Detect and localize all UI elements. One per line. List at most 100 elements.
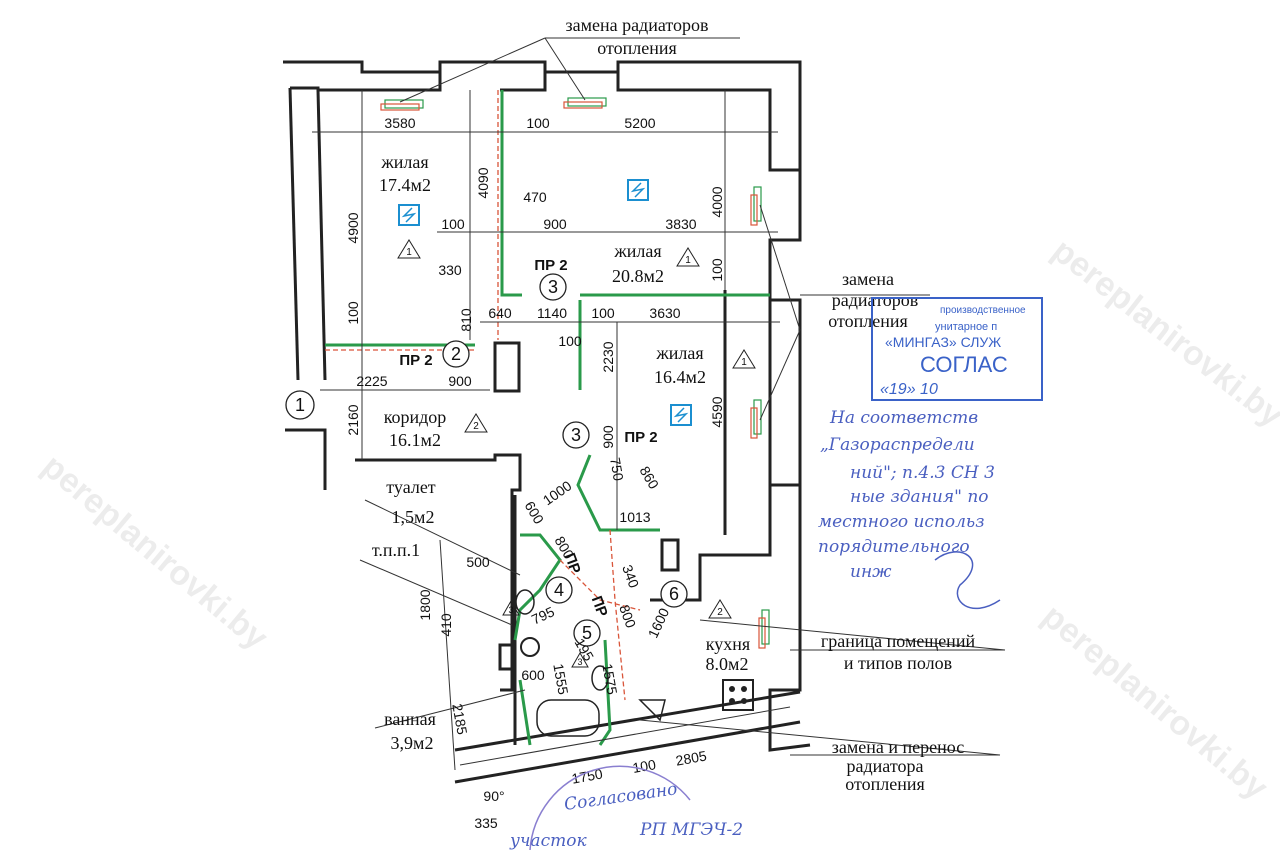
svg-text:3830: 3830 [665, 216, 696, 232]
panel-icons [398, 179, 692, 426]
change-marker: 3 [548, 277, 558, 297]
svg-text:2230: 2230 [600, 341, 616, 372]
svg-text:470: 470 [523, 189, 547, 205]
svg-text:1: 1 [741, 357, 747, 368]
svg-text:„Газораспредели: „Газораспредели [820, 435, 975, 455]
walls [283, 60, 811, 784]
svg-text:1575: 1575 [599, 662, 620, 696]
svg-text:750: 750 [607, 456, 627, 482]
svg-text:5200: 5200 [624, 115, 655, 131]
svg-text:1000: 1000 [540, 477, 575, 508]
chimney [660, 538, 680, 572]
note-radiator-replacement: замена радиаторов [565, 15, 708, 35]
change-marker: 6 [669, 584, 679, 604]
svg-text:ные здания" по: ные здания" по [850, 487, 989, 507]
svg-text:900: 900 [543, 216, 567, 232]
opening-label: ПР [588, 594, 611, 619]
room-name: ванная [384, 709, 436, 729]
bathtub [536, 699, 600, 737]
svg-text:100: 100 [526, 115, 550, 131]
svg-text:1555: 1555 [550, 662, 571, 696]
svg-text:4000: 4000 [709, 186, 725, 217]
svg-text:«19» 10: «19» 10 [880, 381, 938, 398]
room-name: коридор [384, 407, 447, 427]
note-radiator-move: отопления [845, 774, 925, 794]
opening-label: ПР 2 [534, 257, 567, 274]
svg-text:500: 500 [466, 554, 490, 570]
floor-type-markers: 1 1 1 2 2 3 3 [397, 239, 756, 668]
dimensions: 3580 100 5200 4090 4900 470 100 900 3830… [345, 115, 725, 831]
stove [722, 679, 754, 711]
watermark: pereplanirovki.by [1045, 231, 1280, 434]
svg-text:100: 100 [558, 333, 582, 349]
svg-text:100: 100 [591, 305, 615, 321]
svg-text:900: 900 [448, 373, 472, 389]
svg-text:2185: 2185 [449, 702, 470, 736]
change-marker: 4 [554, 580, 564, 600]
svg-text:100: 100 [441, 216, 465, 232]
room-area: 17.4м2 [379, 175, 431, 195]
svg-text:«МИНГАЗ» СЛУЖ: «МИНГАЗ» СЛУЖ [885, 334, 1001, 350]
svg-text:участок: участок [509, 831, 587, 851]
svg-text:3: 3 [577, 657, 582, 667]
svg-text:330: 330 [438, 262, 462, 278]
svg-text:340: 340 [619, 563, 642, 591]
room-name: жилая [380, 152, 428, 172]
room-area: 20.8м2 [612, 266, 664, 286]
svg-text:1750: 1750 [570, 765, 604, 786]
note-radiator-move: замена и перенос [832, 737, 964, 757]
electric-panel-icon [398, 204, 420, 226]
svg-text:900: 900 [600, 425, 616, 449]
new-partitions [325, 90, 770, 746]
opening-label: ПР [561, 551, 584, 576]
note-radiator-replacement: отопления [597, 38, 677, 58]
note-boundary: и типов полов [844, 653, 952, 673]
svg-text:3580: 3580 [384, 115, 415, 131]
svg-text:2160: 2160 [345, 404, 361, 435]
svg-text:100: 100 [345, 301, 361, 325]
opening-label: ПР 2 [624, 429, 657, 446]
boiler [520, 637, 540, 657]
sink-corner [638, 699, 666, 722]
change-marker: 3 [571, 425, 581, 445]
svg-text:производственное: производственное [940, 305, 1026, 316]
change-marker: 5 [582, 623, 592, 643]
svg-text:410: 410 [438, 613, 454, 637]
svg-text:600: 600 [522, 498, 548, 526]
svg-text:1800: 1800 [417, 589, 433, 620]
svg-text:1140: 1140 [537, 305, 567, 321]
svg-text:4900: 4900 [345, 212, 361, 243]
svg-text:90°: 90° [483, 788, 504, 804]
svg-text:РП МГЭЧ-2: РП МГЭЧ-2 [639, 820, 743, 840]
svg-text:порядительного: порядительного [818, 537, 970, 557]
svg-text:2805: 2805 [674, 747, 708, 768]
svg-text:800: 800 [616, 603, 639, 631]
svg-text:1: 1 [685, 255, 691, 266]
toilet-bowl [515, 589, 535, 615]
svg-text:335: 335 [474, 815, 498, 831]
room-label: т.п.п.1 [372, 540, 420, 560]
svg-text:2: 2 [473, 421, 479, 432]
opening-label: ПР 2 [399, 352, 432, 369]
room-area: 16.1м2 [389, 430, 441, 450]
note-radiator-replacement-right: отопления [828, 311, 908, 331]
change-marker: 2 [451, 344, 461, 364]
svg-text:640: 640 [488, 305, 512, 321]
electric-panel-icon [670, 404, 692, 426]
svg-text:3630: 3630 [649, 305, 680, 321]
svg-text:ний"; п.4.3 СН 3: ний"; п.4.3 СН 3 [850, 463, 995, 483]
svg-text:4090: 4090 [475, 167, 491, 198]
svg-text:810: 810 [458, 308, 474, 332]
svg-text:СОГЛАС: СОГЛАС [920, 352, 1008, 377]
fixtures [515, 589, 754, 737]
svg-text:100: 100 [709, 258, 725, 282]
svg-text:4590: 4590 [709, 396, 725, 427]
note-radiator-replacement-right: радиаторов [832, 290, 918, 310]
svg-text:1013: 1013 [619, 509, 650, 525]
room-area: 16.4м2 [654, 367, 706, 387]
room-area: 8.0м2 [706, 654, 749, 674]
sink [591, 665, 609, 691]
svg-text:унитарное п: унитарное п [935, 321, 997, 333]
note-boundary: граница помещений [821, 631, 976, 651]
approval-stamp: производственное унитарное п «МИНГАЗ» СЛ… [871, 297, 1043, 401]
